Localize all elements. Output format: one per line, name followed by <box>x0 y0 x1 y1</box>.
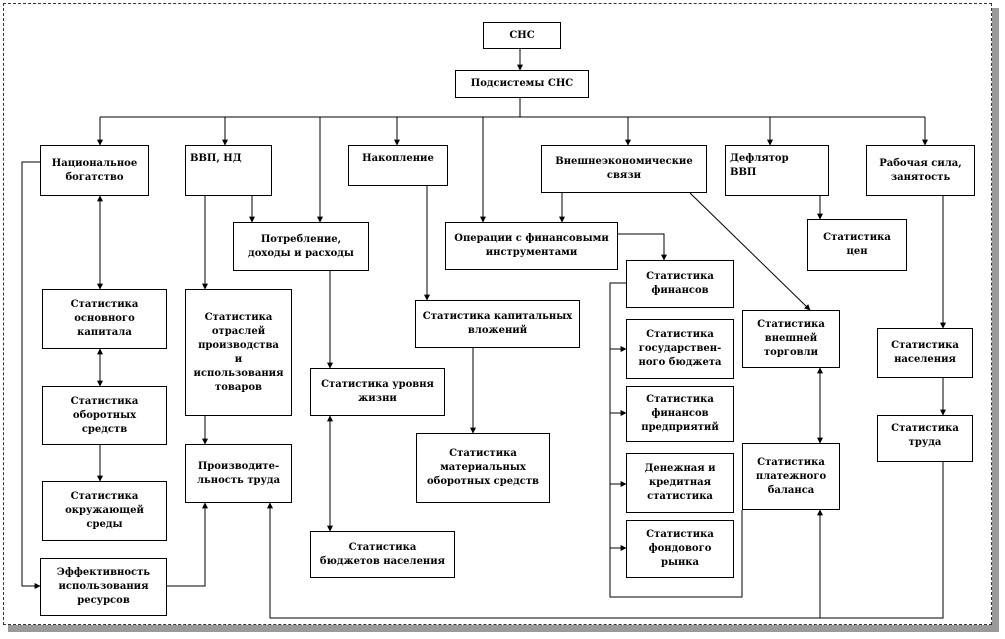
node-balance-payments: Статистика платежного баланса <box>742 443 840 510</box>
node-deflator: Дефлятор ВВП <box>725 145 829 196</box>
node-fin-operations: Операции с финансовыми инструментами <box>445 222 618 270</box>
diagram-frame <box>3 3 992 625</box>
edge-wealth-efficiency-loop <box>21 161 41 589</box>
node-gdp-nd: ВВП, НД <box>185 145 272 196</box>
node-accumulation: Накопление <box>348 145 448 186</box>
edge-efficiency-productivity <box>167 502 208 587</box>
finance-bracket <box>609 282 743 598</box>
node-subsystems: Подсистемы СНС <box>455 70 589 98</box>
node-foreign-econ: Внешнеэкономические связи <box>541 145 707 193</box>
edge-labor-bottom-loop <box>267 462 944 619</box>
node-price-stats: Статистика цен <box>807 219 907 271</box>
node-national-wealth: Национальное богатство <box>40 145 149 196</box>
node-living-standard: Статистика уровня жизни <box>310 368 445 416</box>
node-environment: Статистика окружающей среды <box>42 481 167 541</box>
node-labor-stats: Статистика труда <box>877 415 973 462</box>
edge-foreign-trade <box>689 192 811 311</box>
node-consumption: Потребление, доходы и расходы <box>233 222 369 271</box>
node-state-budget: Статистика государствен- ного бюджета <box>626 319 734 379</box>
node-labor-productivity: Производите- льность труда <box>185 444 292 503</box>
node-foreign-trade: Статистика внешней торговли <box>742 310 840 368</box>
node-stock-market: Статистика фондового рынка <box>626 520 734 578</box>
frame-shadow-bottom <box>8 625 999 632</box>
node-capital-investment: Статистика капитальных вложений <box>415 300 580 348</box>
node-sns: СНС <box>483 22 561 49</box>
edge-finops-finance <box>618 233 667 261</box>
node-money-credit: Денежная и кредитная статистика <box>626 453 734 513</box>
node-working-capital: Статистика оборотных средств <box>42 386 167 445</box>
node-material-assets: Статистика материальных оборотных средст… <box>416 433 550 503</box>
node-resource-efficiency: Эффективность использования ресурсов <box>40 558 167 616</box>
node-population: Статистика населения <box>877 328 973 378</box>
node-labor-force: Рабочая сила, занятость <box>866 145 975 196</box>
node-finance-stats: Статистика финансов <box>626 260 734 308</box>
node-fixed-capital: Статистика основного капитала <box>42 289 167 349</box>
node-household-budgets: Статистика бюджетов населения <box>310 531 455 578</box>
node-industry-stats: Статистика отраслей производства и испол… <box>185 289 292 416</box>
node-enterprise-finance: Статистика финансов предприятий <box>626 386 734 442</box>
frame-shadow-right <box>992 8 999 630</box>
